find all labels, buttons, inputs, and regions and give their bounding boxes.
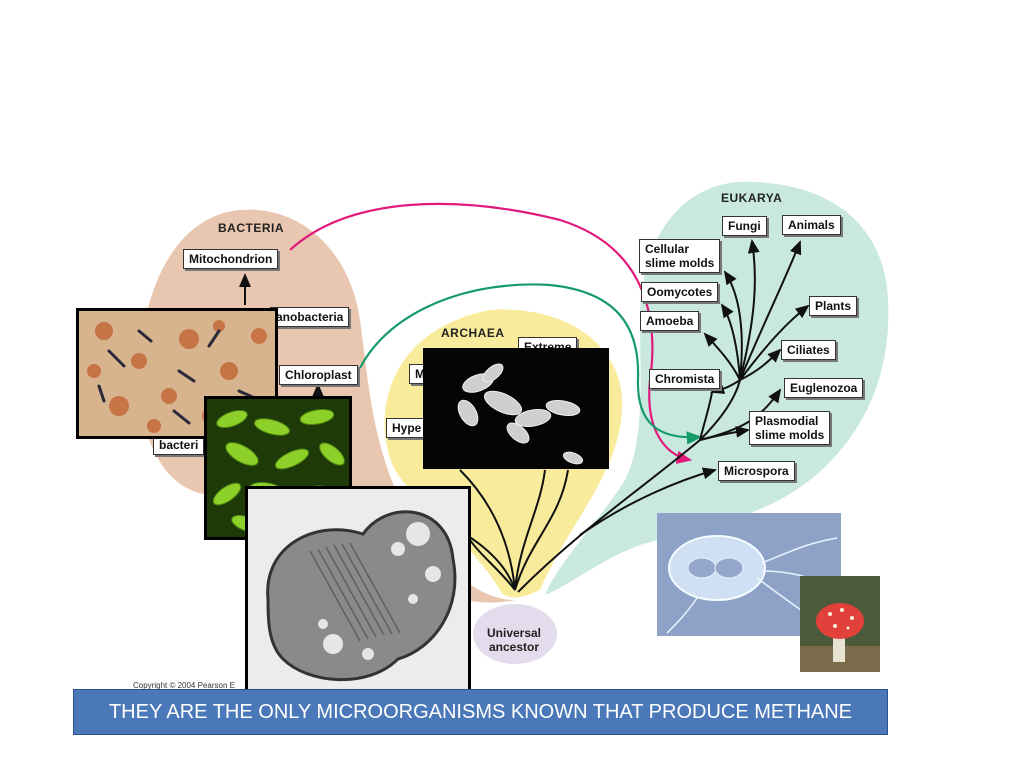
plasmodial-slime-molds-label: Plasmodial slime molds bbox=[749, 411, 831, 445]
fly-agaric-mushroom-photo bbox=[800, 576, 880, 672]
plasmodial-slime-molds-line1: Plasmodial bbox=[755, 414, 819, 428]
chromista-label: Chromista bbox=[649, 369, 721, 389]
cellular-slime-molds-line2: slime molds bbox=[645, 256, 715, 270]
eukarya-domain-title: EUKARYA bbox=[721, 191, 783, 205]
euglenozoa-label: Euglenozoa bbox=[784, 378, 864, 398]
cyanobacteria-label: anobacteria bbox=[270, 307, 350, 327]
eukarya-branches bbox=[517, 239, 810, 593]
chloroplast-endosymbiosis-arrow bbox=[359, 283, 703, 445]
fungi-label: Fungi bbox=[722, 216, 767, 236]
bacteria-partial-label: bacteri bbox=[153, 435, 205, 455]
universal-ancestor-line1: Universal bbox=[486, 626, 542, 640]
archaea-domain-title: ARCHAEA bbox=[441, 326, 505, 340]
cellular-slime-molds-line1: Cellular bbox=[645, 242, 690, 256]
ciliates-label: Ciliates bbox=[781, 340, 836, 360]
microspora-label: Microspora bbox=[718, 461, 795, 481]
hyperthermophile-partial-label: Hype bbox=[386, 418, 428, 438]
oomycotes-label: Oomycotes bbox=[641, 282, 719, 302]
plasmodial-slime-molds-line2: slime molds bbox=[755, 428, 825, 442]
universal-ancestor-node bbox=[473, 604, 557, 664]
amoeba-label: Amoeba bbox=[640, 311, 700, 331]
methane-caption-banner: THEY ARE THE ONLY MICROORGANISMS KNOWN T… bbox=[73, 689, 888, 735]
archaea-micrograph-photo bbox=[423, 348, 609, 469]
bacteria-domain-title: BACTERIA bbox=[218, 221, 284, 235]
universal-ancestor-line2: ancestor bbox=[488, 640, 540, 654]
mitochondrion-endosymbiosis-arrow bbox=[289, 202, 693, 464]
electron-micrograph-photo bbox=[245, 486, 471, 697]
mitochondrion-label: Mitochondrion bbox=[183, 249, 279, 269]
copyright-note: Copyright © 2004 Pearson E bbox=[133, 681, 235, 690]
chloroplast-label: Chloroplast bbox=[279, 365, 358, 385]
plants-label: Plants bbox=[809, 296, 858, 316]
cellular-slime-molds-label: Cellular slime molds bbox=[639, 239, 721, 273]
animals-label: Animals bbox=[782, 215, 841, 235]
universal-ancestor-label: Universal ancestor bbox=[478, 626, 550, 654]
